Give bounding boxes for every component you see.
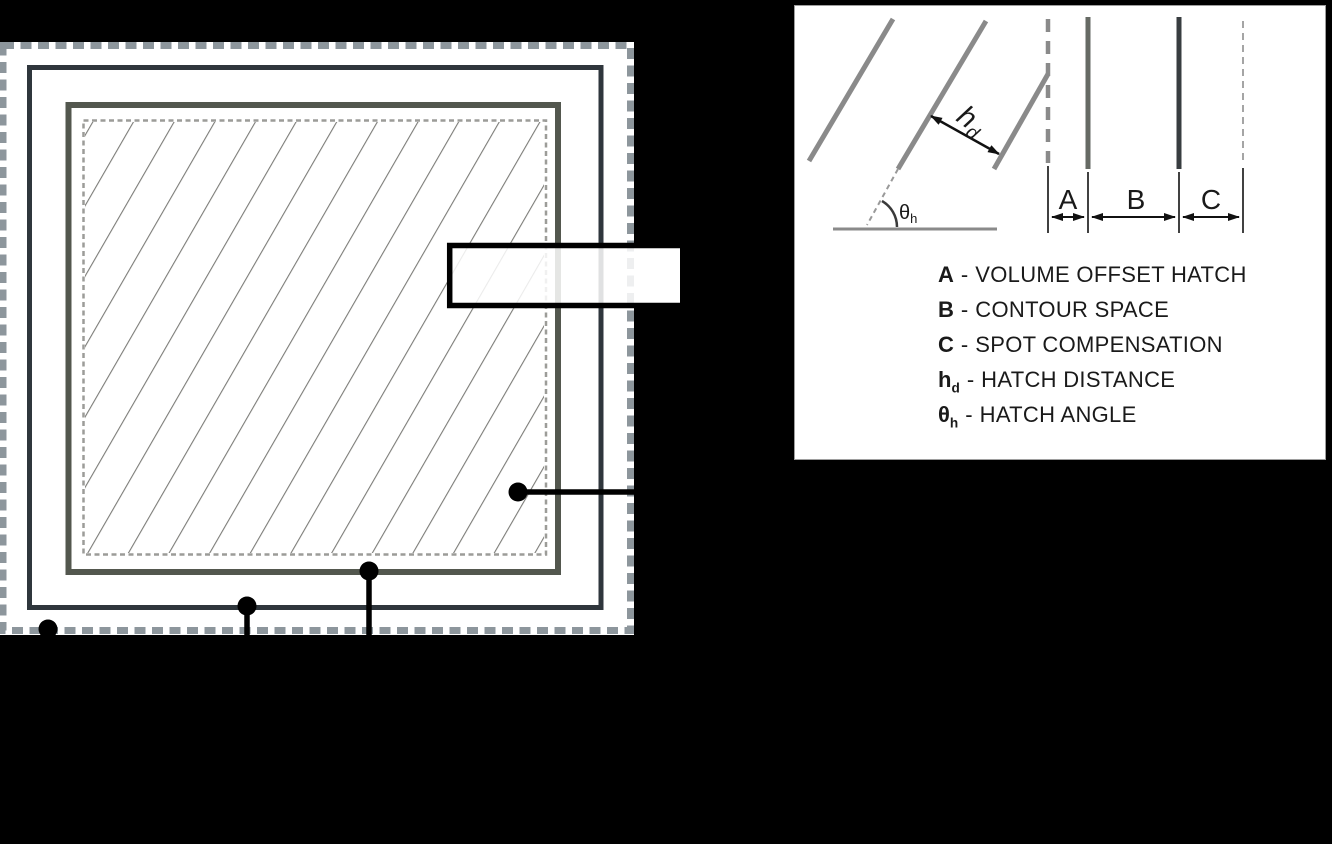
legend-description: CONTOUR SPACE: [975, 297, 1170, 322]
legend-separator: -: [965, 402, 973, 427]
legend-symbol: θ: [938, 402, 950, 427]
mini-hatch-line-1: [806, 17, 896, 163]
scan-strategy-diagram: [0, 42, 680, 652]
dimension-label-c: C: [1201, 184, 1221, 215]
legend-entry-hatch-distance: hd-HATCH DISTANCE: [938, 362, 1247, 397]
highlight-band-fill-tail: [634, 248, 680, 303]
callout-dot-inner-contour: [359, 561, 379, 581]
legend-symbol-sub: d: [951, 380, 960, 396]
legend-list: A-VOLUME OFFSET HATCH B-CONTOUR SPACE C-…: [938, 257, 1247, 432]
callout-dot-hatch-area: [508, 482, 528, 502]
hatch-angle-dashed-extension: [866, 168, 899, 226]
parameters-diagram: hd θh A B: [806, 17, 1244, 233]
hatch-boundary-dashed-outline: [82, 119, 548, 556]
hatch-distance-label-text: hd: [949, 100, 993, 146]
legend-entry-spot-compensation: C-SPOT COMPENSATION: [938, 327, 1247, 362]
legend-separator: -: [960, 332, 969, 357]
callout-dot-part-boundary: [38, 619, 58, 639]
legend-description: HATCH DISTANCE: [981, 367, 1176, 392]
dimension-label-a: A: [1059, 184, 1078, 215]
legend-entry-hatch-angle: θh-HATCH ANGLE: [938, 397, 1247, 432]
mini-hatch-lines: [806, 17, 1051, 171]
highlight-band-fill: [452, 248, 634, 303]
legend-panel: hd θh A B: [794, 5, 1326, 460]
highlight-band: [446, 242, 680, 309]
legend-symbol: B: [938, 297, 954, 322]
highlight-band-border: [446, 242, 680, 309]
legend-description: VOLUME OFFSET HATCH: [975, 262, 1247, 287]
inner-contour-border: [65, 102, 561, 575]
callouts: [38, 482, 657, 652]
part-boundary-dashed-outline: [0, 42, 634, 634]
hatch-fill-area: [85, 122, 544, 553]
dimension-label-b: B: [1127, 184, 1146, 215]
hatch-distance-label: hd: [949, 100, 993, 146]
outer-contour-border: [27, 65, 604, 610]
hatch-distance-arrow: [930, 114, 1000, 156]
hatch-angle-arc: [881, 199, 899, 228]
legend-description: HATCH ANGLE: [979, 402, 1137, 427]
legend-symbol: C: [938, 332, 954, 357]
mini-hatch-line-2: [895, 19, 989, 171]
legend-symbol: A: [938, 262, 954, 287]
legend-separator: -: [966, 367, 975, 392]
legend-symbol: h: [938, 367, 952, 392]
dimension-extension-lines: [1047, 166, 1244, 233]
legend-entry-volume-offset-hatch: A-VOLUME OFFSET HATCH: [938, 257, 1247, 292]
legend-separator: -: [960, 262, 969, 287]
legend-separator: -: [960, 297, 969, 322]
callout-dot-outer-contour: [237, 596, 257, 616]
legend-entry-contour-space: B-CONTOUR SPACE: [938, 292, 1247, 327]
mini-hatch-line-3: [991, 72, 1051, 171]
legend-symbol-sub: h: [949, 415, 959, 431]
legend-description: SPOT COMPENSATION: [975, 332, 1223, 357]
hatch-angle-label: θh: [899, 202, 917, 226]
